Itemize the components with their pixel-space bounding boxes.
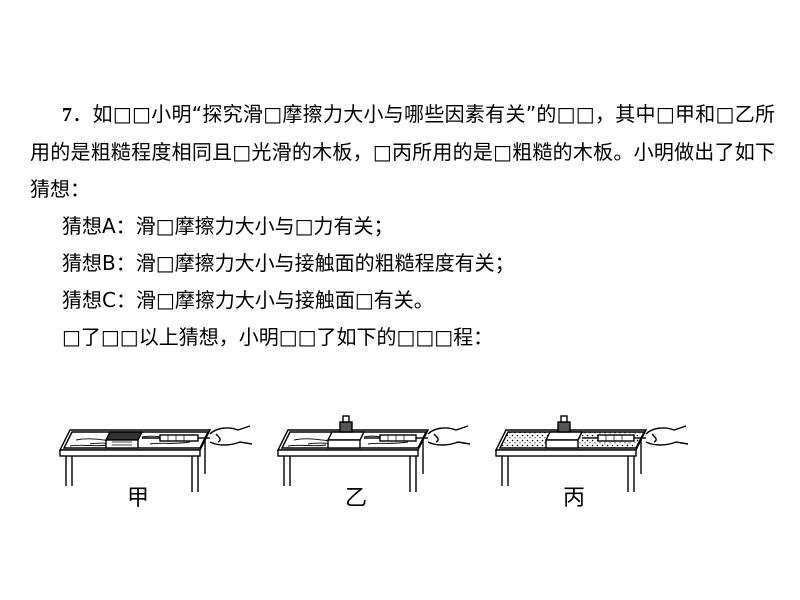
experiment-jia-illustration bbox=[58, 425, 253, 492]
hypothesis-c: 猜想C：滑□摩擦力大小与接触面□有关。 bbox=[62, 288, 434, 312]
question-number: 7 bbox=[62, 104, 72, 126]
experiment-bing-illustration bbox=[494, 415, 689, 492]
problem-text: 7．如□□小明“探究滑□摩擦力大小与哪些因素有关”的□□，其中□甲和□乙所用的是… bbox=[30, 96, 775, 356]
figure-label-yi: 乙 bbox=[344, 486, 367, 511]
hypothesis-a: 猜想A：滑□摩擦力大小与□力有关； bbox=[62, 214, 394, 238]
figure-label-bing: 丙 bbox=[562, 486, 585, 511]
figure-bing: 丙 bbox=[486, 404, 716, 524]
hypothesis-b: 猜想B：滑□摩擦力大小与接触面的粗糙程度有关； bbox=[62, 251, 515, 275]
problem-intro: 7．如□□小明“探究滑□摩擦力大小与哪些因素有关”的□□，其中□甲和□乙所用的是… bbox=[30, 96, 775, 208]
figure-jia: 甲 bbox=[50, 404, 280, 524]
experiment-intro: □了□□以上猜想，小明□□了如下的□□□程： bbox=[62, 325, 494, 349]
problem-intro-text: ．如□□小明“探究滑□摩擦力大小与哪些因素有关”的□□，其中□甲和□乙所用的是粗… bbox=[30, 102, 775, 201]
experiment-yi-illustration bbox=[276, 415, 471, 492]
figure-label-jia: 甲 bbox=[126, 486, 149, 511]
figure-yi: 乙 bbox=[268, 404, 498, 524]
experiment-figures: 甲 bbox=[50, 404, 750, 524]
